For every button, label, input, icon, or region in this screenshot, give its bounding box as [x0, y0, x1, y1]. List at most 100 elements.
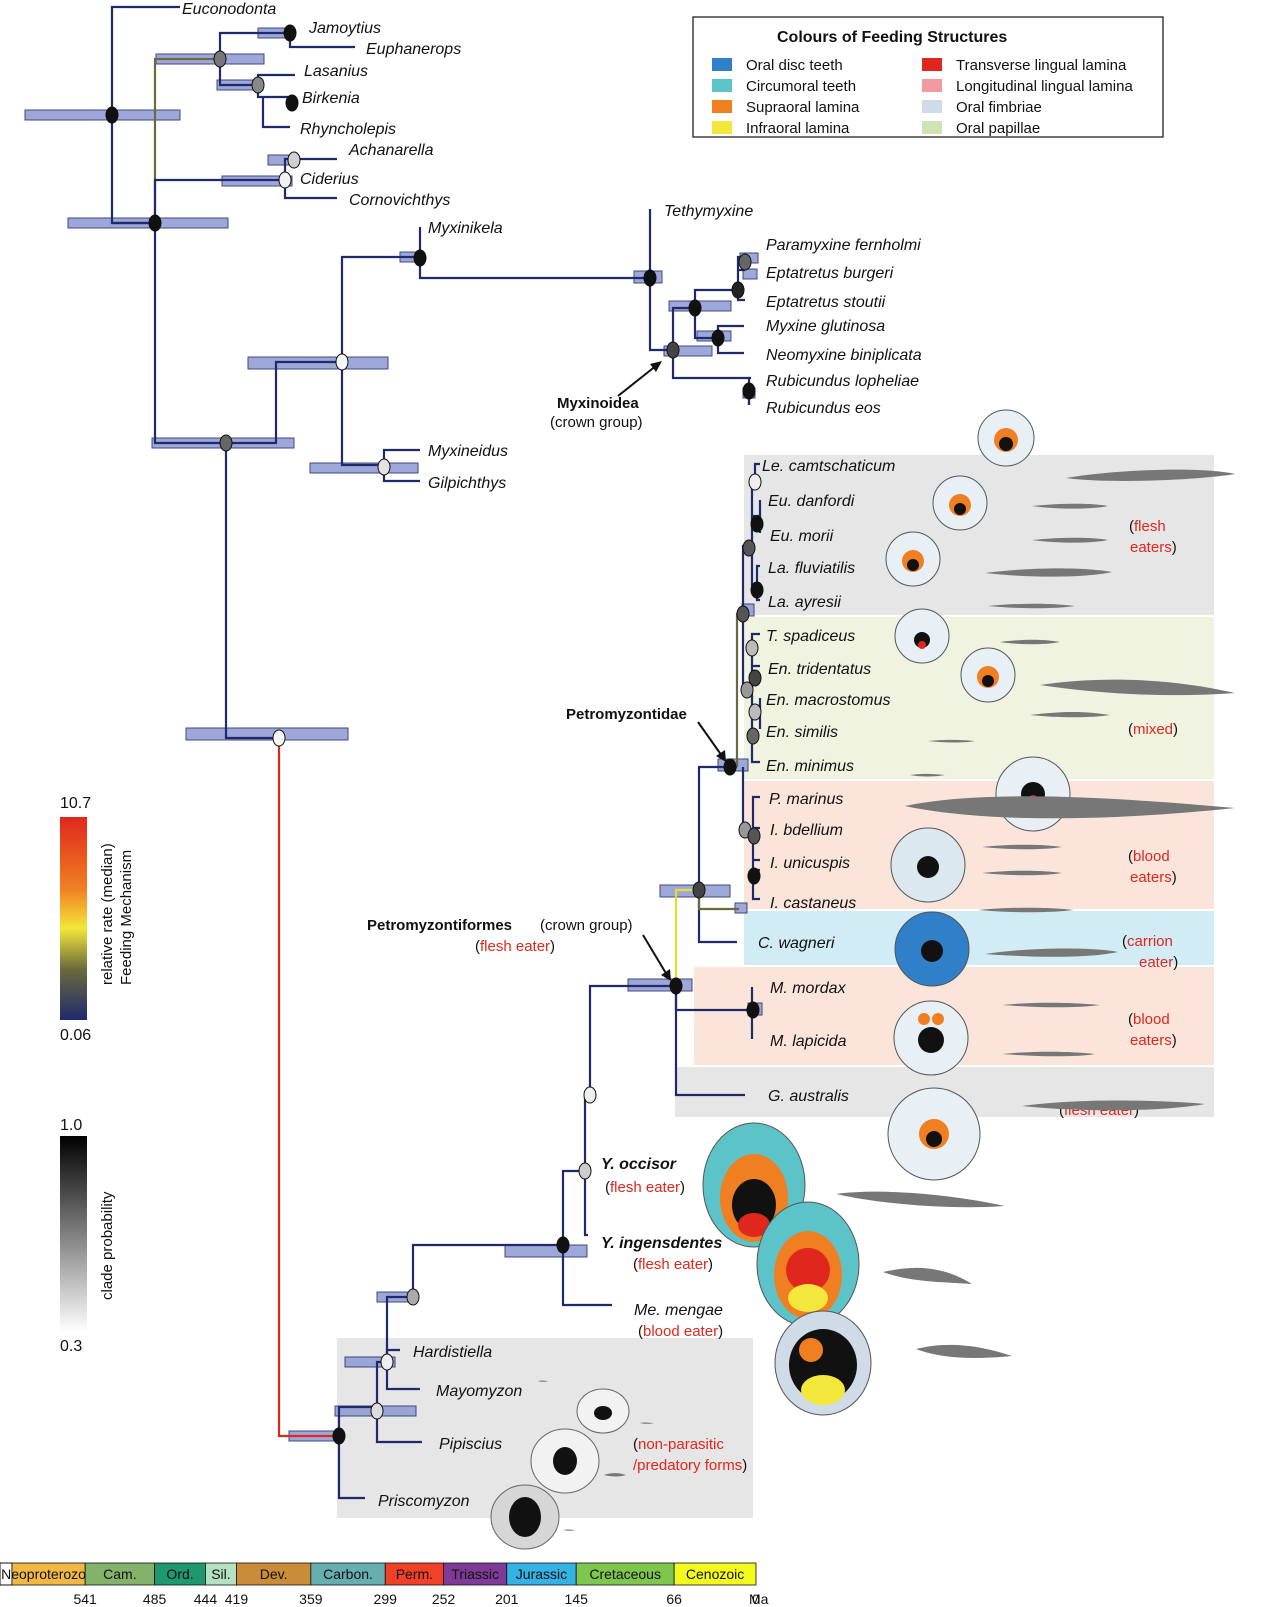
time-tick-label: 201: [495, 1591, 519, 1607]
svg-text:eaters): eaters): [1130, 1032, 1177, 1049]
clade-nodes: [105, 24, 764, 1445]
myxinoidea-sublabel: (crown group): [550, 414, 643, 431]
legend-item-label: Oral disc teeth: [746, 57, 843, 74]
taxon-eptatretus-stoutii: Eptatretus stoutii: [766, 294, 886, 311]
taxon-mayomyzon: Mayomyzon: [436, 1383, 522, 1400]
period-label: Cretaceous: [589, 1566, 661, 1582]
period-label: Dev.: [260, 1566, 288, 1582]
rate-color-scale: 10.7 0.06 relative rate (median) Feeding…: [60, 795, 135, 1044]
taxon-rhyncholepis: Rhyncholepis: [300, 121, 396, 138]
taxon-g-australis: G. australis: [768, 1088, 849, 1105]
petromyzontidae-arrow: [697, 721, 723, 757]
petromyzontiformes-label: Petromyzontiformes: [367, 917, 512, 934]
time-tick-label: 0: [752, 1591, 760, 1607]
period-label: Cenozoic: [686, 1566, 744, 1582]
nonparasitic-label: (non-parasitic: [633, 1436, 724, 1453]
period-block: [673, 1562, 757, 1586]
legend-item-label: Supraoral lamina: [746, 99, 860, 116]
taxon-rubicundus-eos: Rubicundus eos: [766, 400, 881, 417]
taxon-hardistiella: Hardistiella: [413, 1344, 492, 1361]
taxon-eu-morii: Eu. morii: [770, 528, 834, 545]
prob-gradient: [60, 1136, 87, 1332]
rate-label-1: relative rate (median): [99, 843, 116, 985]
legend-title: Colours of Feeding Structures: [777, 29, 1007, 46]
oral-disc-la-fluviatilis: [885, 531, 941, 587]
flesh-eaters-label: (flesh: [1129, 518, 1166, 535]
taxon-le-camtschaticum: Le. camtschaticum: [762, 458, 895, 475]
time-tick-label: 444: [194, 1591, 218, 1607]
flesh-eaters-box: [744, 455, 1214, 615]
myxinoidea-arrow: [617, 364, 658, 397]
oral-disc-eu-danfordi: [932, 475, 988, 531]
legend-item-label: Transverse lingual lamina: [956, 57, 1127, 74]
taxon-jamoytius: Jamoytius: [308, 20, 381, 37]
taxon-priscomyzon: Priscomyzon: [378, 1493, 470, 1510]
clade-probability-scale: 1.0 0.3 clade probability: [60, 1117, 116, 1355]
oral-disc-pipiscius: [530, 1428, 600, 1494]
taxon-c-wagneri: C. wagneri: [758, 935, 835, 952]
taxon-m-mordax: M. mordax: [770, 980, 847, 997]
oral-disc-en-tridentatus: [960, 647, 1016, 703]
oral-disc-i-bdellium: [890, 827, 966, 903]
carrion-box: [744, 911, 1214, 965]
period-label: Ord.: [166, 1566, 193, 1582]
svg-text:eaters): eaters): [1130, 539, 1177, 556]
time-tick-label: 485: [143, 1591, 167, 1607]
legend-swatch: [922, 100, 942, 113]
svg-text:/predatory forms): /predatory forms): [633, 1457, 747, 1474]
legend-swatch: [922, 79, 942, 92]
time-tick-label: 359: [299, 1591, 323, 1607]
legend-item-label: Circumoral teeth: [746, 78, 856, 95]
period-label: Perm.: [396, 1566, 433, 1582]
me-mengae-diet: (blood eater): [638, 1323, 723, 1340]
taxon-y-ingensdentes: Y. ingensdentes: [601, 1235, 722, 1252]
rate-max: 10.7: [60, 795, 91, 812]
prob-label: clade probability: [99, 1191, 116, 1300]
taxon-i-bdellium: I. bdellium: [770, 822, 843, 839]
blood-eaters-label: (blood: [1128, 848, 1170, 865]
taxon-birkenia: Birkenia: [302, 90, 360, 107]
timescale-unit: Ma: [749, 1591, 769, 1607]
time-tick-label: 66: [666, 1591, 682, 1607]
time-tick-label: 252: [432, 1591, 456, 1607]
blood-eaters-label-2: (blood: [1128, 1011, 1170, 1028]
legend-swatch: [922, 121, 942, 134]
nonparasitic-box: [337, 1338, 753, 1518]
time-tick-label: 299: [374, 1591, 398, 1607]
taxon-en-similis: En. similis: [766, 724, 838, 741]
taxon-t-spadiceus: T. spadiceus: [766, 628, 855, 645]
legend-swatch: [712, 121, 732, 134]
taxon-pipiscius: Pipiscius: [439, 1436, 502, 1453]
oral-disc-mayomyzon: [576, 1388, 630, 1434]
oral-disc-priscomyzon: [490, 1484, 560, 1550]
taxon-tethymyxine: Tethymyxine: [664, 203, 753, 220]
prob-min: 0.3: [60, 1338, 82, 1355]
taxon-myxine: Myxine glutinosa: [766, 318, 885, 335]
oral-disc-en-minimus: [995, 756, 1071, 832]
taxon-m-lapicida: M. lapicida: [770, 1033, 847, 1050]
taxon-me-mengae: Me. mengae: [634, 1302, 723, 1319]
taxon-euphanerops: Euphanerops: [366, 41, 461, 58]
oral-disc-y-ingensdentes: [756, 1201, 860, 1327]
oral-disc-g-australis: [887, 1087, 981, 1181]
period-label: Neoproterozoic: [1, 1566, 96, 1582]
oral-disc-me-mengae: [774, 1310, 872, 1416]
svg-text:eaters): eaters): [1130, 869, 1177, 886]
taxon-paramyxine: Paramyxine fernholmi: [766, 237, 921, 254]
taxon-en-macrostomus: En. macrostomus: [766, 692, 890, 709]
taxon-eptatretus-burgeri: Eptatretus burgeri: [766, 265, 894, 282]
petromyzontiformes-sublabel: (crown group): [540, 917, 633, 934]
period-label: Cam.: [103, 1566, 136, 1582]
y-ingensdentes-diet: (flesh eater): [633, 1256, 713, 1273]
taxon-myxinikela: Myxinikela: [428, 220, 503, 237]
taxon-i-unicuspis: I. unicuspis: [770, 855, 850, 872]
taxon-p-marinus: P. marinus: [769, 791, 843, 808]
taxon-achanarella: Achanarella: [348, 142, 434, 159]
svg-text:eater): eater): [1139, 954, 1178, 971]
period-label: Sil.: [211, 1566, 230, 1582]
prob-max: 1.0: [60, 1117, 82, 1134]
taxon-la-ayresii: La. ayresii: [768, 594, 841, 611]
rate-label-2: Feeding Mechanism: [118, 850, 135, 985]
period-label: Carbon.: [323, 1566, 373, 1582]
